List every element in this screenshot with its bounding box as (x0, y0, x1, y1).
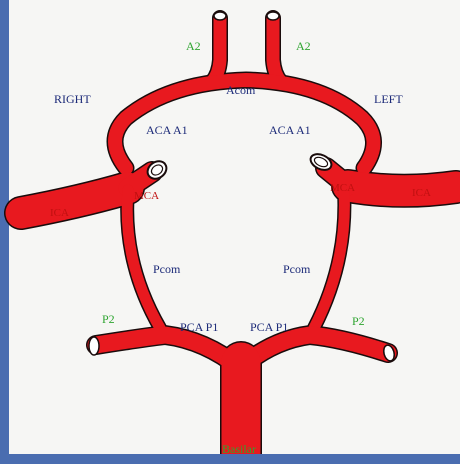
a2-left-label: A2 (296, 39, 311, 53)
mca-right-label: MCA (134, 190, 159, 202)
acom-label: Acom (226, 83, 256, 97)
p2-right-label: P2 (102, 312, 115, 326)
p2-left-label: P2 (352, 314, 365, 328)
ica-left-vessel (348, 186, 456, 191)
ica-left-label: ICA (412, 187, 431, 199)
ica-right-label: ICA (50, 207, 69, 219)
pca-p1-left-label: PCA P1 (250, 320, 288, 334)
mca-left-label: MCA (330, 182, 355, 194)
side-label-left: LEFT (374, 92, 403, 106)
pcom-left-label: Pcom (283, 262, 311, 276)
pca-p1-right-label: PCA P1 (180, 320, 218, 334)
pcom-right-vessel (127, 190, 160, 328)
a2-left-open-end (267, 12, 279, 20)
p2-right-open-end (89, 337, 99, 355)
pcom-left-vessel (314, 190, 344, 328)
a2-right-label: A2 (186, 39, 201, 53)
a2-right-open-end (214, 12, 226, 20)
side-label-right: RIGHT (54, 92, 91, 106)
slide-frame-bottom-edge (0, 454, 460, 464)
aca-a1-right-label: ACA A1 (146, 123, 188, 137)
aca-a1-left-label: ACA A1 (269, 123, 311, 137)
pcom-right-label: Pcom (153, 262, 181, 276)
